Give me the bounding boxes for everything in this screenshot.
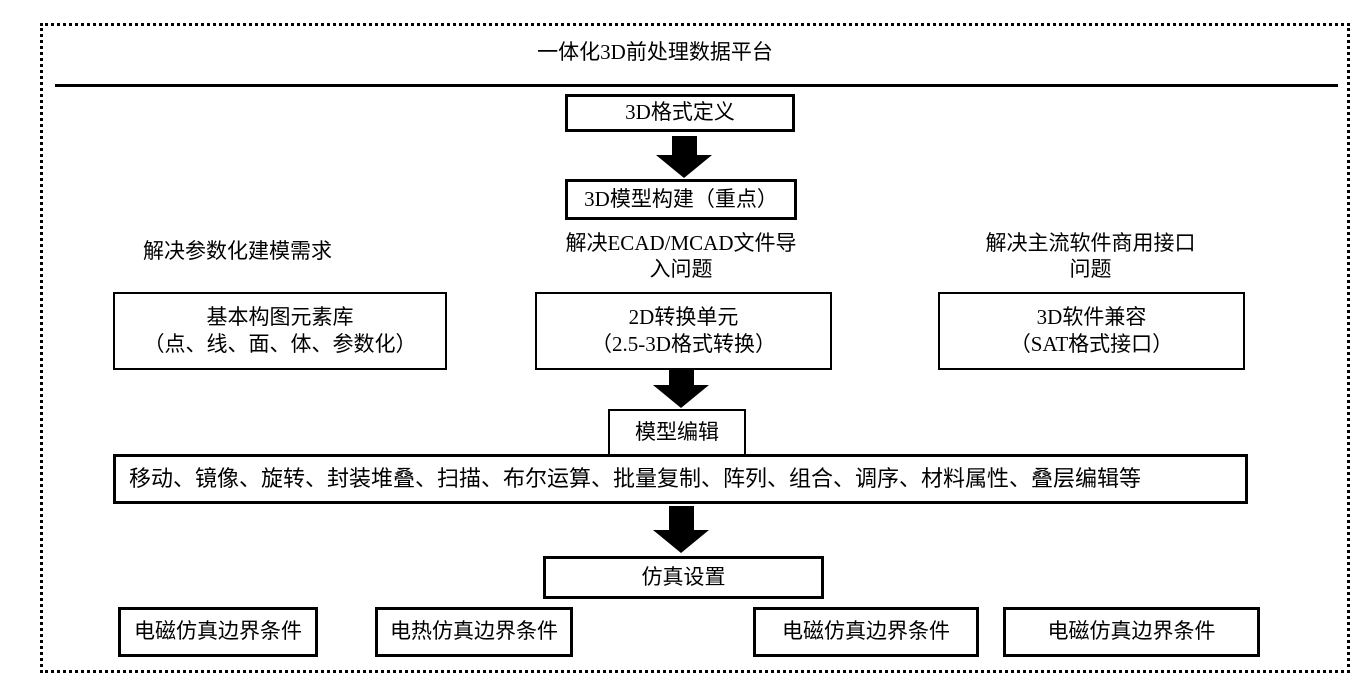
- arrow-stem: [668, 506, 694, 530]
- box-model-edit-operations-label: 移动、镜像、旋转、封装堆叠、扫描、布尔运算、批量复制、阵列、组合、调序、材料属性…: [129, 465, 1142, 491]
- arrow-head: [656, 155, 712, 178]
- box-em-boundary-condition-3: 电磁仿真边界条件: [1003, 607, 1260, 657]
- box-model-edit-operations: 移动、镜像、旋转、封装堆叠、扫描、布尔运算、批量复制、阵列、组合、调序、材料属性…: [113, 454, 1248, 504]
- column-label-parametric: 解决参数化建模需求: [143, 238, 332, 264]
- column-label-commercial-interface-line2: 问题: [1069, 257, 1112, 281]
- diagram-dotted-border: [40, 23, 1350, 673]
- box-thermal-boundary-condition: 电热仿真边界条件: [375, 607, 573, 657]
- box-em-boundary-condition-1: 电磁仿真边界条件: [118, 607, 318, 657]
- title-divider-line: [55, 84, 1338, 87]
- down-arrow-icon: [656, 136, 712, 178]
- column-label-commercial-interface: 解决主流软件商用接口 问题: [948, 230, 1233, 282]
- diagram-title: 一体化3D前处理数据平台: [537, 40, 773, 64]
- arrow-stem: [671, 136, 697, 155]
- down-arrow-icon: [653, 506, 709, 553]
- box-2d-conversion-unit: 2D转换单元 （2.5-3D格式转换）: [535, 292, 832, 370]
- box-simulation-setup: 仿真设置: [543, 556, 824, 599]
- box-model-edit-label: 模型编辑: [635, 419, 719, 444]
- box-thermal-boundary-condition-label: 电热仿真边界条件: [390, 619, 558, 644]
- arrow-stem: [668, 370, 694, 385]
- box-model-edit: 模型编辑: [608, 409, 746, 456]
- box-3d-model-build: 3D模型构建（重点）: [565, 179, 797, 220]
- box-basic-element-library-line2: （点、线、面、体、参数化）: [143, 332, 417, 356]
- arrow-head: [653, 385, 709, 408]
- box-em-boundary-condition-3-label: 电磁仿真边界条件: [1047, 619, 1216, 644]
- column-label-ecad-mcad-line1: 解决ECAD/MCAD文件导: [565, 231, 797, 255]
- arrow-head: [653, 530, 709, 553]
- box-3d-software-compat: 3D软件兼容 （SAT格式接口）: [938, 292, 1245, 370]
- box-3d-software-compat-line1: 3D软件兼容: [1036, 304, 1147, 329]
- box-basic-element-library: 基本构图元素库 （点、线、面、体、参数化）: [113, 292, 447, 370]
- box-3d-software-compat-line2: （SAT格式接口）: [1009, 332, 1174, 356]
- box-basic-element-library-line1: 基本构图元素库: [206, 304, 354, 329]
- down-arrow-icon: [653, 370, 709, 408]
- box-3d-format-definition-label: 3D格式定义: [625, 100, 735, 125]
- box-em-boundary-condition-1-label: 电磁仿真边界条件: [134, 619, 302, 644]
- box-simulation-setup-label: 仿真设置: [641, 564, 726, 589]
- box-2d-conversion-unit-line1: 2D转换单元: [628, 304, 739, 329]
- column-label-commercial-interface-line1: 解决主流软件商用接口: [985, 231, 1196, 255]
- column-label-ecad-mcad-line2: 入问题: [649, 257, 713, 281]
- box-3d-format-definition: 3D格式定义: [565, 94, 795, 132]
- box-3d-model-build-label: 3D模型构建（重点）: [584, 186, 778, 211]
- box-2d-conversion-unit-line2: （2.5-3D格式转换）: [591, 332, 776, 356]
- box-em-boundary-condition-2: 电磁仿真边界条件: [753, 607, 979, 657]
- column-label-parametric-line1: 解决参数化建模需求: [143, 239, 332, 263]
- column-label-ecad-mcad: 解决ECAD/MCAD文件导 入问题: [545, 230, 817, 282]
- box-em-boundary-condition-2-label: 电磁仿真边界条件: [782, 619, 950, 644]
